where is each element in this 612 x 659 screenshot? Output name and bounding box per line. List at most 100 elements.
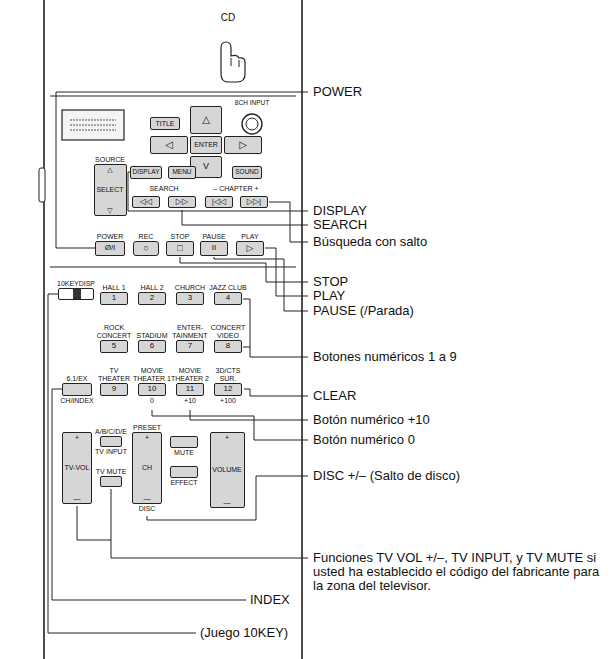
button-label: CH/INDEX: [60, 397, 93, 404]
remote-button: 11MOVIE THEATER 2+10: [176, 383, 204, 396]
callout-label: SEARCH: [313, 218, 367, 232]
hand-icon: [221, 42, 245, 82]
button-label: ROCK CONCERT: [95, 324, 133, 339]
button-text: |◁◁: [212, 198, 226, 206]
button-face: SOUND: [233, 167, 261, 178]
button-face: ○: [134, 242, 158, 255]
button-label: CHURCH: [171, 284, 209, 291]
button-text: ○: [143, 244, 148, 253]
button-face: 10: [139, 384, 165, 395]
button-text: 1: [112, 294, 116, 302]
callout-label: Búsqueda con salto: [313, 235, 427, 249]
button-text: TV-VOL: [65, 464, 90, 471]
callout-label: Botón numérico 0: [313, 433, 415, 447]
button-face: 4: [215, 293, 241, 304]
remote-button: DISPLAY: [130, 166, 162, 179]
callout-label: POWER: [313, 85, 362, 99]
button-text: 8: [226, 342, 230, 350]
button-label: PLAY: [241, 233, 258, 240]
button-text: 12: [224, 385, 233, 393]
button-text: +: [75, 434, 79, 441]
button-face: ▷: [225, 137, 261, 153]
button-panel: △SELECT▽SOURCE: [94, 164, 127, 216]
button-text: ▷: [247, 244, 254, 253]
button-text: TITLE: [155, 120, 174, 127]
button-text: ▽: [107, 207, 112, 214]
button-face: ◁◁: [133, 197, 159, 207]
button-text: 7: [188, 342, 192, 350]
button-face: +VOLUME—: [211, 433, 244, 507]
remote-button: 3CHURCH: [176, 292, 204, 305]
button-face: 2: [139, 293, 165, 304]
button-text: ENTER: [194, 141, 218, 148]
button-text: 11: [186, 385, 194, 393]
button-face: ▷: [237, 242, 263, 255]
button-text: CH: [142, 464, 152, 471]
button-face: TITLE: [151, 118, 179, 129]
button-face: II: [201, 242, 227, 255]
callout-label: PLAY: [313, 289, 345, 303]
remote-button: SOUND: [232, 166, 262, 179]
button-label: PAUSE: [202, 233, 225, 240]
remote-button: △: [190, 106, 222, 134]
button-face: 6: [139, 341, 165, 352]
remote-button: TITLE: [150, 117, 180, 130]
button-face: [171, 467, 197, 477]
callout-label: (Juego 10KEY): [200, 626, 288, 640]
button-text: VOLUME: [212, 466, 242, 473]
button-text: 2: [150, 294, 154, 302]
button-label: MOVIE THEATER 2: [171, 367, 209, 382]
panel-label: SEARCH: [149, 185, 178, 193]
hand-fingers: [231, 58, 239, 67]
remote-button: 6.1/EXCH/INDEX: [62, 383, 92, 396]
button-label: +100: [220, 397, 236, 404]
button-panel: +VOLUME—: [210, 432, 245, 508]
button-face: 12: [215, 384, 241, 395]
remote-button: 8CONCERT VIDEO: [214, 340, 242, 353]
button-face: [59, 289, 93, 299]
button-label: SOURCE: [95, 156, 125, 163]
button-face: +CH—: [133, 433, 161, 503]
remote-button: IIPAUSE: [200, 241, 228, 256]
remote-button: 6STADIUM: [138, 340, 166, 353]
button-text: ▷▷|: [247, 198, 261, 206]
button-label: DISP: [79, 280, 95, 287]
remote-button: ▷▷|: [240, 196, 268, 208]
button-label: REC: [139, 233, 154, 240]
remote-body: [44, 0, 302, 659]
remote-button: TV MUTE: [100, 476, 122, 487]
button-text: ▷: [239, 140, 247, 151]
button-text: —: [144, 495, 151, 502]
button-label: HALL 1: [95, 284, 133, 291]
button-face: [101, 437, 121, 446]
button-text: ◁◁: [140, 198, 152, 206]
button-panel: + TV-VOL —: [62, 432, 92, 504]
button-text: Ø/I: [105, 244, 116, 252]
callout-label: Botón numérico +10: [313, 413, 430, 427]
button-face: 5: [101, 341, 127, 352]
button-face: 8: [215, 341, 241, 352]
slide-switch: 10KEYDISP: [58, 288, 94, 300]
leader-lines: [48, 92, 308, 633]
callout-label: Funciones TV VOL +/–, TV INPUT, y TV MUT…: [313, 551, 605, 593]
remote-button: 10MOVIE THEATER 10: [138, 383, 166, 396]
lcd-display: [62, 110, 124, 140]
button-text: MENU: [172, 169, 191, 176]
remote-button: 7ENTER-TAINMENT: [176, 340, 204, 353]
remote-button: ▷PLAY: [236, 241, 264, 256]
button-text: —: [74, 495, 81, 502]
button-text: 6: [150, 342, 154, 350]
remote-button: □STOP: [166, 241, 194, 256]
panel-label: 8CH INPUT: [235, 99, 269, 106]
button-label: JAZZ CLUB: [209, 284, 247, 291]
button-label: CONCERT VIDEO: [209, 324, 247, 339]
button-label: TV MUTE: [96, 468, 127, 475]
button-text: +: [225, 434, 229, 441]
callout-label: CLEAR: [313, 389, 356, 403]
button-text: SOUND: [235, 169, 258, 176]
button-text: ◁: [165, 140, 173, 151]
button-text: 4: [226, 294, 230, 302]
button-face: 7: [177, 341, 203, 352]
button-text: 10: [148, 385, 157, 393]
